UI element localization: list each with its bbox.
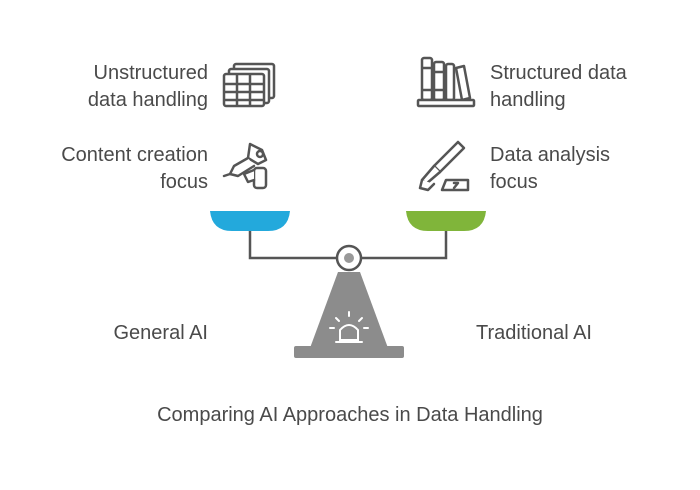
right-item-2-line-2: focus [490,171,538,193]
left-item-2-line-2: focus [160,171,208,193]
right-item-1-label: Structured data handling [490,60,627,114]
diagram-caption: Comparing AI Approaches in Data Handling [157,404,543,426]
left-item-1-label: Unstructured data handling [88,60,208,114]
right-pan [406,211,486,231]
right-item-2-line-1: Data analysis [490,144,611,166]
right-item-1-line-1: Structured data [490,62,627,84]
left-side-label: General AI [113,322,208,344]
left-pan [210,211,290,231]
pivot-inner [344,253,354,263]
scale-base-triangle [310,272,388,348]
right-side-label: Traditional AI [476,322,592,344]
bookshelf-icon [416,56,476,108]
left-connector [248,224,336,260]
right-item-1-line-2: handling [490,89,566,111]
right-item-2-label: Data analysis focus [490,142,610,196]
left-item-1-line-2: data handling [87,89,208,111]
left-item-2-label: Content creation focus [61,142,208,196]
scale-base-plate [294,346,404,358]
alarm-light-icon [329,311,369,343]
right-connector [362,224,448,260]
glue-gun-icon [222,142,268,190]
left-item-1-line-1: Unstructured [93,62,209,84]
table-stack-icon [222,62,276,108]
left-item-2-line-1: Content creation [61,144,208,166]
scalpel-icon [418,140,470,192]
